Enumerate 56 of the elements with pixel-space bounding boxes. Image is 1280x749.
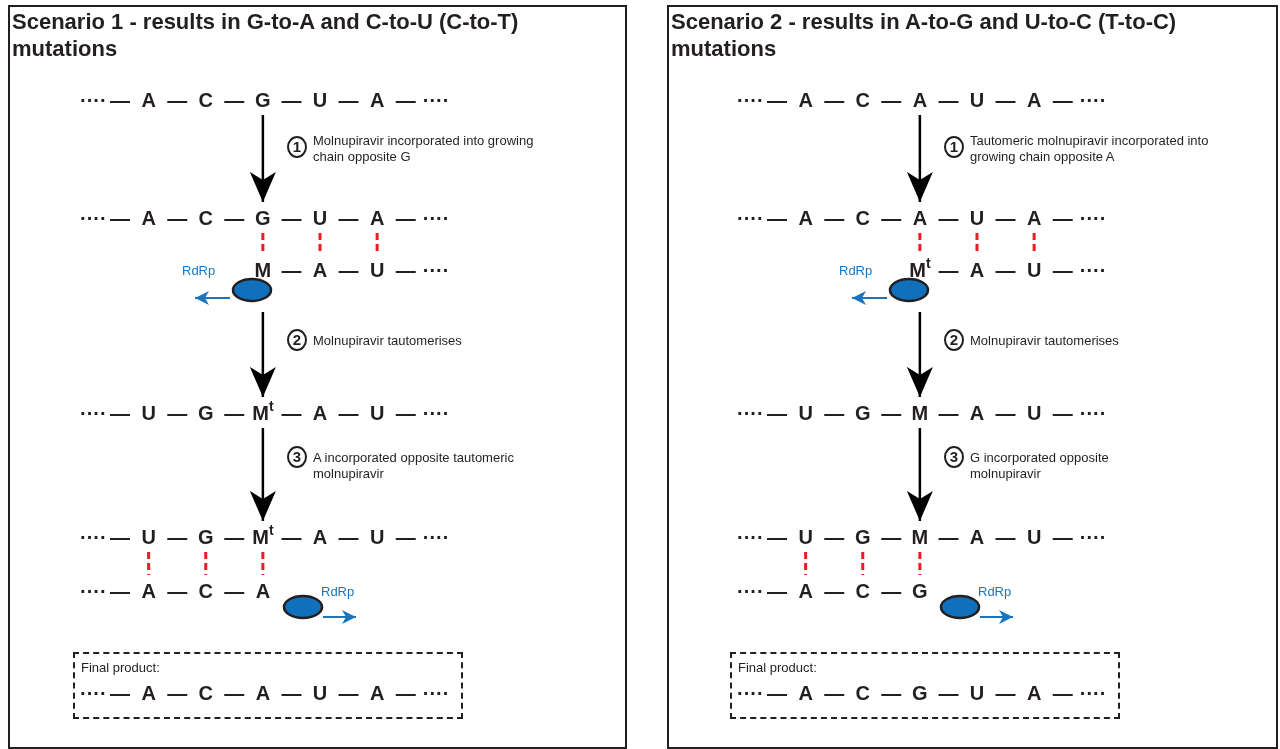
sequence-text: ···· — A — C — G (737, 577, 932, 605)
base-pair-line (975, 233, 979, 254)
base-pair-line (147, 552, 151, 575)
sequence-text: ···· — U — G — M$^{t}$ — A — U — ···· (80, 523, 446, 551)
base-pair-line (375, 233, 379, 254)
panel-title: Scenario 2 - results in A-to-G and U-to-C (T-to-C) mutations (671, 8, 1178, 62)
step-number: 2 (944, 329, 964, 351)
step-description: A incorporated opposite tautomeric molnupiravir (313, 450, 515, 482)
sequence-text: M$^{t}$ — A — U — ···· (908, 256, 1103, 284)
step-description: Molnupiravir tautomerises (313, 333, 463, 349)
base-pair-line (918, 233, 922, 254)
base-pair-line (261, 552, 265, 575)
enzyme-label: RdRp (978, 584, 1012, 599)
step-number: 1 (944, 136, 964, 158)
scenario-panel (667, 5, 1278, 749)
step-description: Molnupiravir tautomerises (970, 333, 1120, 349)
step-number: 3 (287, 446, 307, 468)
sequence-text: ···· — A — C — A (80, 577, 275, 605)
enzyme-label: RdRp (182, 263, 216, 278)
sequence-text: ···· — A — C — G — U — A — ···· (80, 204, 446, 232)
step-description: G incorporated opposite molnupiravir (970, 450, 1110, 482)
step-description: Molnupiravir incorporated into growing chain opposite G (313, 133, 535, 165)
step-arrow (906, 312, 933, 397)
base-pair-line (204, 552, 208, 575)
sequence-text: ···· — U — G — M — A — U — ···· (737, 523, 1103, 551)
step-arrow (906, 428, 933, 521)
result-box (73, 652, 463, 719)
base-pair-line (318, 233, 322, 254)
step-number: 3 (944, 446, 964, 468)
sequence-text: M — A — U — ···· (251, 256, 446, 284)
step-arrow (249, 312, 276, 397)
sequence-text: ···· — A — C — G — U — A — ···· (737, 681, 1103, 706)
base-pair-line (1032, 233, 1036, 254)
result-heading: Final product: (81, 660, 160, 675)
enzyme-label: RdRp (839, 263, 873, 278)
result-heading: Final product: (738, 660, 817, 675)
step-arrow (906, 115, 933, 202)
result-box (730, 652, 1120, 719)
sequence-text: ···· — A — C — A — U — A — ···· (80, 681, 446, 706)
sequence-text: ···· — A — C — A — U — A — ···· (737, 204, 1103, 232)
sequence-text: ···· — U — G — M$^{t}$ — A — U — ···· (80, 399, 446, 427)
sequence-text: ···· — A — C — A — U — A — ···· (737, 86, 1103, 114)
base-pair-line (261, 233, 265, 254)
base-pair-line (861, 552, 865, 575)
step-arrow (249, 115, 276, 202)
step-description: Tautomeric molnupiravir incorporated into growing chain opposite A (970, 133, 1210, 165)
step-arrow (249, 428, 276, 521)
enzyme-label: RdRp (321, 584, 355, 599)
sequence-text: ···· — U — G — M — A — U — ···· (737, 399, 1103, 427)
panel-title: Scenario 1 - results in G-to-A and C-to-U (C-to-T) mutations (12, 8, 520, 62)
sequence-text: ···· — A — C — G — U — A — ···· (80, 86, 446, 114)
base-pair-line (804, 552, 808, 575)
scenario-panel (8, 5, 627, 749)
base-pair-line (918, 552, 922, 575)
step-number: 2 (287, 329, 307, 351)
step-number: 1 (287, 136, 307, 158)
